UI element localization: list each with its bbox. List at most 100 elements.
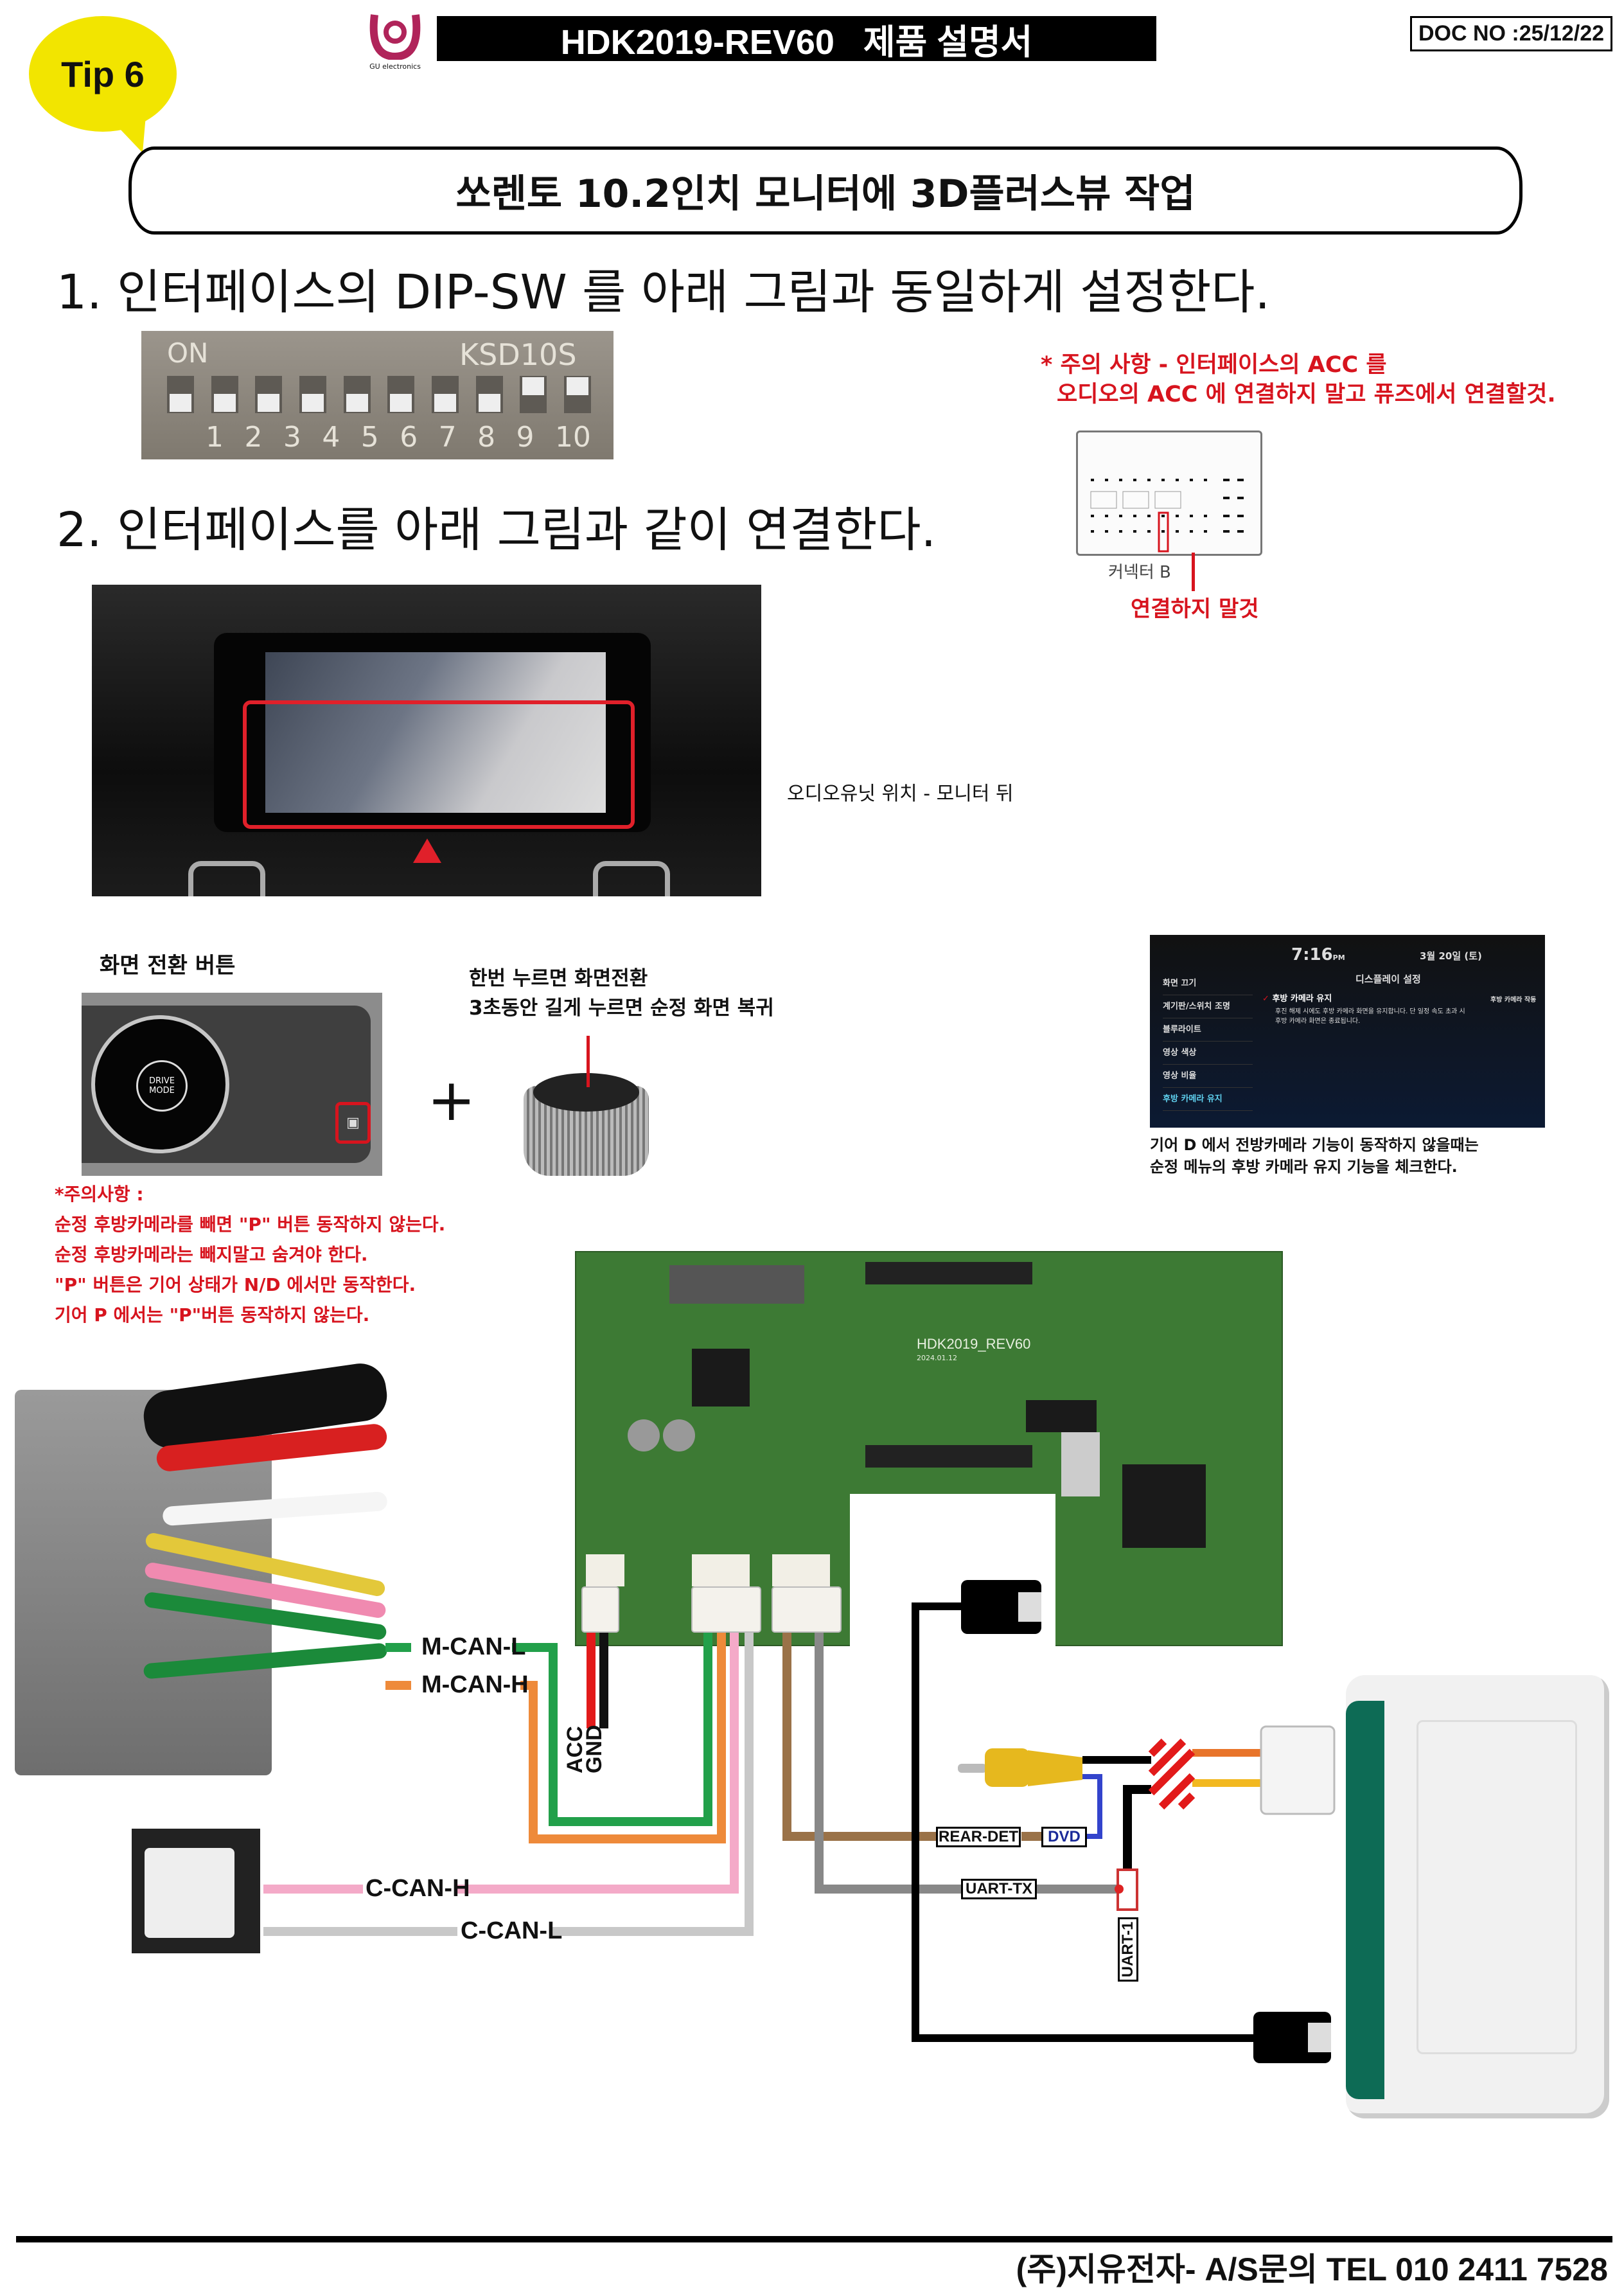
wire-uart-tx — [815, 1632, 961, 1894]
doc-number: DOC NO :25/12/22 — [1410, 16, 1612, 51]
footer-contact: (주)지유전자- A/S문의 TEL 010 2411 7528 — [1016, 2251, 1608, 2287]
clock-ampm: PM — [1332, 954, 1345, 962]
dip-switch-4 — [299, 376, 326, 413]
step-1: 1. 인터페이스의 DIP-SW 를 아래 그림과 동일하게 설정한다. — [57, 265, 1271, 320]
can-connector — [691, 1586, 761, 1633]
connector-label: 커넥터 B — [1108, 563, 1171, 582]
dip-number: 10 — [554, 421, 591, 454]
tip-badge: Tip 6 — [29, 16, 177, 132]
wire-uart-1 — [1123, 1785, 1153, 1870]
drive-mode-label: DRIVE MODE — [136, 1060, 188, 1112]
caution-line: *주의사항 : — [55, 1184, 144, 1205]
label-gnd: GND — [582, 1725, 606, 1773]
monitor-photo — [92, 585, 761, 896]
dip-on-label: ON — [167, 337, 209, 369]
wire-m-can-l-route — [512, 1632, 712, 1826]
knob-desc-2: 3초동안 길게 누르면 순정 화면 복귀 — [469, 997, 774, 1020]
dip-switch-10 — [563, 376, 591, 413]
wire-c-can-h — [457, 1632, 739, 1894]
label-m-can-h: M-CAN-H — [421, 1671, 529, 1698]
dip-number: 5 — [360, 421, 379, 454]
pcb-date: 2024.01.12 — [917, 1354, 957, 1362]
caution-line: 순정 후방카메라를 빼면 "P" 버튼 동작하지 않는다. — [55, 1214, 446, 1235]
label-m-can-l: M-CAN-L — [421, 1633, 526, 1660]
connector-warning: 연결하지 말것 — [1131, 596, 1259, 622]
clock-date: 3월 20일 (토) — [1420, 950, 1482, 962]
dip-number: 6 — [400, 421, 418, 454]
switch-button-photo: DRIVE MODE ▣ — [82, 993, 382, 1176]
vehicle-harness-photo — [15, 1338, 387, 1792]
tip-label: Tip 6 — [61, 53, 145, 94]
plus-sign: + — [427, 1067, 476, 1134]
switch-button-title: 화면 전환 버튼 — [100, 953, 236, 979]
dip-switch-2 — [211, 376, 238, 413]
settings-menu-item[interactable]: 블루라이트 — [1163, 1018, 1253, 1042]
c-can-connector-photo — [132, 1829, 260, 1953]
pcb-label: HDK2019_REV60 — [917, 1336, 1031, 1352]
rear-connector — [772, 1586, 842, 1633]
settings-title: 디스플레이 설정 — [1355, 973, 1421, 985]
dip-number: 4 — [322, 421, 340, 454]
logo: GU electronics — [369, 12, 421, 73]
footer-divider — [16, 2236, 1612, 2242]
striped-block — [1148, 1738, 1196, 1810]
label-c-can-h: C-CAN-H — [366, 1875, 470, 1902]
audio-unit-location: 오디오유닛 위치 - 모니터 뒤 — [787, 783, 1014, 805]
press-arrow-icon — [587, 1036, 590, 1087]
document-title: HDK2019-REV60 제품 설명서 — [437, 16, 1156, 62]
interface-pcb: HDK2019_REV60 2024.01.12 — [575, 1251, 1283, 1649]
plus-view-unit — [1346, 1675, 1609, 2118]
dip-number: 2 — [244, 421, 263, 454]
dip-switch-3 — [255, 376, 283, 413]
rca-plug-icon — [958, 1748, 1082, 1787]
dip-switch-6 — [387, 376, 415, 413]
clock-time: 7:16 — [1291, 945, 1333, 964]
knob-description: 한번 누르면 화면전환 3초동안 길게 누르면 순정 화면 복귀 — [469, 964, 774, 1023]
settings-menu-item[interactable]: 화면 끄기 — [1163, 972, 1253, 995]
caution-line: 기어 P 에서는 "P"버튼 동작하지 않는다. — [55, 1304, 370, 1326]
knob-desc-1: 한번 누르면 화면전환 — [469, 967, 648, 990]
dip-switch-5 — [343, 376, 371, 413]
logo-text: GU electronics — [369, 62, 421, 71]
pointer-line — [1192, 553, 1195, 591]
wire-m-can-h-route — [520, 1632, 726, 1843]
label-rear-det: REAR-DET — [936, 1827, 1021, 1847]
caution-line: 순정 후방카메라는 빼지말고 숨겨야 한다. — [55, 1244, 368, 1265]
settings-caption-2: 순정 메뉴의 후방 카메라 유지 기능을 체크한다. — [1150, 1158, 1458, 1176]
wire-rear-det — [782, 1632, 938, 1841]
dip-switch-8 — [475, 376, 503, 413]
dip-number: 7 — [438, 421, 457, 454]
acc-connector — [581, 1586, 619, 1633]
dip-number: 3 — [283, 421, 301, 454]
settings-menu-item[interactable]: 후방 카메라 유지 — [1163, 1088, 1253, 1111]
rear-camera-operation: 후방 카메라 작동 — [1490, 997, 1537, 1004]
dip-switch-9 — [520, 376, 547, 413]
dip-switch-7 — [431, 376, 459, 413]
caution-list: *주의사항 : 순정 후방카메라를 빼면 "P" 버튼 동작하지 않는다. 순정 후… — [55, 1179, 445, 1330]
label-uart-1: UART-1 — [1118, 1917, 1138, 1982]
main-title: 쏘렌토 10.2인치 모니터에 3D플러스뷰 작업 — [128, 146, 1522, 235]
dip-number: 9 — [516, 421, 534, 454]
connector-b-diagram — [1076, 430, 1262, 556]
settings-caption-1: 기어 D 에서 전방카메라 기능이 동작하지 않을때는 — [1150, 1136, 1479, 1154]
settings-caption: 기어 D 에서 전방카메라 기능이 동작하지 않을때는 순정 메뉴의 후방 카메… — [1150, 1134, 1479, 1178]
settings-menu-item[interactable]: 영상 색상 — [1163, 1042, 1253, 1065]
dip-switch-1 — [167, 376, 194, 413]
caution-line: "P" 버튼은 기어 상태가 N/D 에서만 동작한다. — [55, 1274, 416, 1295]
dip-number: 8 — [477, 421, 496, 454]
label-c-can-l: C-CAN-L — [461, 1917, 563, 1944]
dip-model-label: KSD10S — [459, 337, 577, 372]
settings-menu-item[interactable]: 계기판/스위치 조명 — [1163, 995, 1253, 1018]
acc-note-line1: * 주의 사항 - 인터페이스의 ACC 를 — [1041, 352, 1387, 378]
wire-dvd — [1079, 1774, 1102, 1839]
settings-menu-item[interactable]: 영상 비율 — [1163, 1065, 1253, 1088]
acc-note: * 주의 사항 - 인터페이스의 ACC 를 오디오의 ACC 에 연결하지 말… — [1041, 350, 1556, 409]
option-rear-camera[interactable]: 후방 카메라 유지 — [1272, 994, 1332, 1004]
wire-hdmi — [912, 1602, 1256, 2042]
output-connector — [1260, 1725, 1336, 1815]
label-dvd: DVD — [1041, 1827, 1087, 1847]
